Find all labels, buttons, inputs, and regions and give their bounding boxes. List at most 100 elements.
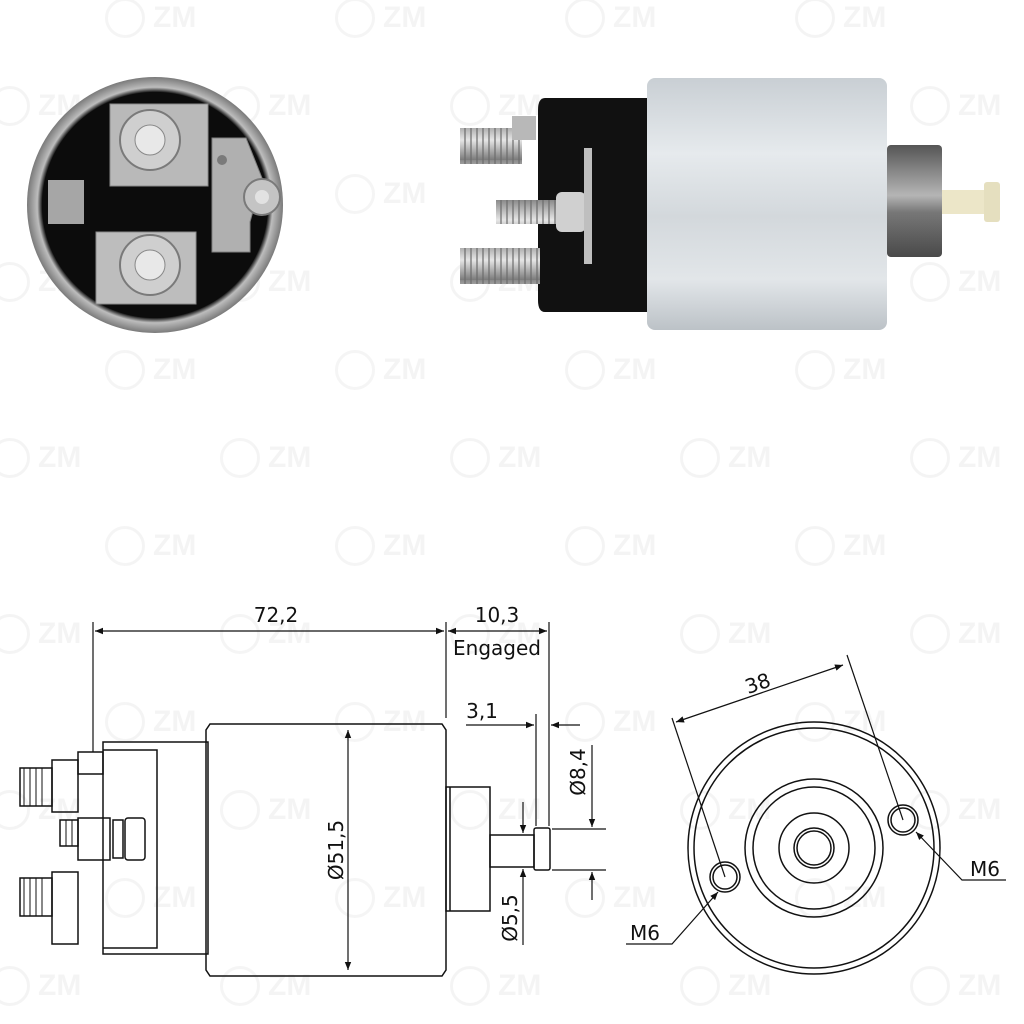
zm-logo-icon xyxy=(335,878,375,918)
watermark-logo: ZM xyxy=(335,878,426,918)
watermark-text: ZM xyxy=(268,969,312,1002)
zm-logo-icon xyxy=(105,702,145,742)
watermark-logo: ZM xyxy=(910,262,1001,302)
dim-shaft-diameter: Ø5,5 xyxy=(498,894,522,942)
watermark-logo: ZM xyxy=(450,790,541,830)
watermark-logo: ZM xyxy=(220,966,311,1006)
watermark-logo: ZM xyxy=(450,966,541,1006)
watermark-text: ZM xyxy=(38,969,82,1002)
end-view-photo xyxy=(27,77,283,333)
watermark-logo: ZM xyxy=(0,614,81,654)
zm-logo-icon xyxy=(105,0,145,38)
dim-hole-spacing: 38 xyxy=(742,668,774,699)
watermark-text: ZM xyxy=(958,441,1002,474)
watermark-logo: ZM xyxy=(335,526,426,566)
dim-body-diameter: Ø51,5 xyxy=(324,820,348,880)
zm-logo-icon xyxy=(910,966,950,1006)
watermark-logo: ZM xyxy=(565,878,656,918)
watermark-logo: ZM xyxy=(0,438,81,478)
zm-logo-icon xyxy=(335,174,375,214)
zm-logo-icon xyxy=(0,262,30,302)
zm-logo-icon xyxy=(565,878,605,918)
watermark-text: ZM xyxy=(268,441,312,474)
watermark-logo: ZM xyxy=(680,966,771,1006)
watermark-logo: ZM xyxy=(680,790,771,830)
zm-logo-icon xyxy=(105,350,145,390)
zm-logo-icon xyxy=(0,790,30,830)
zm-logo-icon xyxy=(910,614,950,654)
dim-tip-length: 3,1 xyxy=(466,699,498,723)
dim-left-thread: M6 xyxy=(630,921,660,945)
watermark-text: ZM xyxy=(958,969,1002,1002)
dimension-labels: 72,2 10,3 Engaged 3,1 Ø51,5 Ø8,4 Ø5,5 38… xyxy=(254,603,1000,945)
watermark-text: ZM xyxy=(613,881,657,914)
zm-logo-icon xyxy=(450,790,490,830)
watermark-text: ZM xyxy=(383,529,427,562)
watermark-logo: ZM xyxy=(565,702,656,742)
end-dimensions xyxy=(626,654,1006,945)
zm-logo-icon xyxy=(450,966,490,1006)
watermark-logo: ZM xyxy=(450,438,541,478)
watermark-logo: ZM xyxy=(335,702,426,742)
watermark-logo: ZM xyxy=(565,0,656,38)
watermark-text: ZM xyxy=(268,89,312,122)
watermark-text: ZM xyxy=(958,617,1002,650)
side-drawing xyxy=(19,723,551,977)
watermark-logo: ZM xyxy=(335,174,426,214)
dim-overall-length: 72,2 xyxy=(254,603,299,627)
watermark-text: ZM xyxy=(843,353,887,386)
watermark-text: ZM xyxy=(843,1,887,34)
dim-tip-diameter: Ø8,4 xyxy=(566,748,590,796)
watermark-logo: ZM xyxy=(680,438,771,478)
watermark-text: ZM xyxy=(268,793,312,826)
watermark-text: ZM xyxy=(153,705,197,738)
watermark-text: ZM xyxy=(958,793,1002,826)
watermark-text: ZM xyxy=(383,881,427,914)
watermark-logo: ZM xyxy=(220,790,311,830)
zm-logo-icon xyxy=(680,790,720,830)
watermark-text: ZM xyxy=(383,1,427,34)
watermark-text: ZM xyxy=(613,1,657,34)
end-drawing xyxy=(687,721,941,975)
watermark-text: ZM xyxy=(153,529,197,562)
watermark-text: ZM xyxy=(498,793,542,826)
watermark-logo: ZM xyxy=(105,878,196,918)
side-dimensions xyxy=(92,622,606,970)
zm-logo-icon xyxy=(910,262,950,302)
watermark-text: ZM xyxy=(153,1,197,34)
watermark-text: ZM xyxy=(38,441,82,474)
zm-logo-icon xyxy=(220,966,260,1006)
zm-logo-icon xyxy=(335,702,375,742)
watermark-text: ZM xyxy=(613,353,657,386)
watermark-text: ZM xyxy=(383,353,427,386)
watermark-text: ZM xyxy=(153,881,197,914)
zm-logo-icon xyxy=(335,0,375,38)
watermark-text: ZM xyxy=(383,705,427,738)
zm-logo-icon xyxy=(910,438,950,478)
watermark-logo: ZM xyxy=(105,0,196,38)
watermark-text: ZM xyxy=(728,441,772,474)
zm-logo-icon xyxy=(335,526,375,566)
watermark-logo: ZM xyxy=(220,438,311,478)
watermark-logo: ZM xyxy=(795,526,886,566)
watermark-logo: ZM xyxy=(910,966,1001,1006)
zm-logo-icon xyxy=(910,86,950,126)
zm-logo-icon xyxy=(0,86,30,126)
zm-logo-icon xyxy=(220,790,260,830)
side-view-photo xyxy=(460,78,1000,330)
watermark-logo: ZM xyxy=(0,790,81,830)
watermark-logo: ZM xyxy=(335,350,426,390)
watermark-text: ZM xyxy=(728,617,772,650)
watermark-logo: ZM xyxy=(795,0,886,38)
watermark-logo: ZM xyxy=(910,614,1001,654)
zm-logo-icon xyxy=(680,438,720,478)
zm-logo-icon xyxy=(565,0,605,38)
watermark-text: ZM xyxy=(38,617,82,650)
watermark-logo: ZM xyxy=(910,86,1001,126)
watermark-text: ZM xyxy=(498,969,542,1002)
watermark-logo: ZM xyxy=(795,350,886,390)
watermark-logo: ZM xyxy=(680,614,771,654)
watermark-logo: ZM xyxy=(105,702,196,742)
